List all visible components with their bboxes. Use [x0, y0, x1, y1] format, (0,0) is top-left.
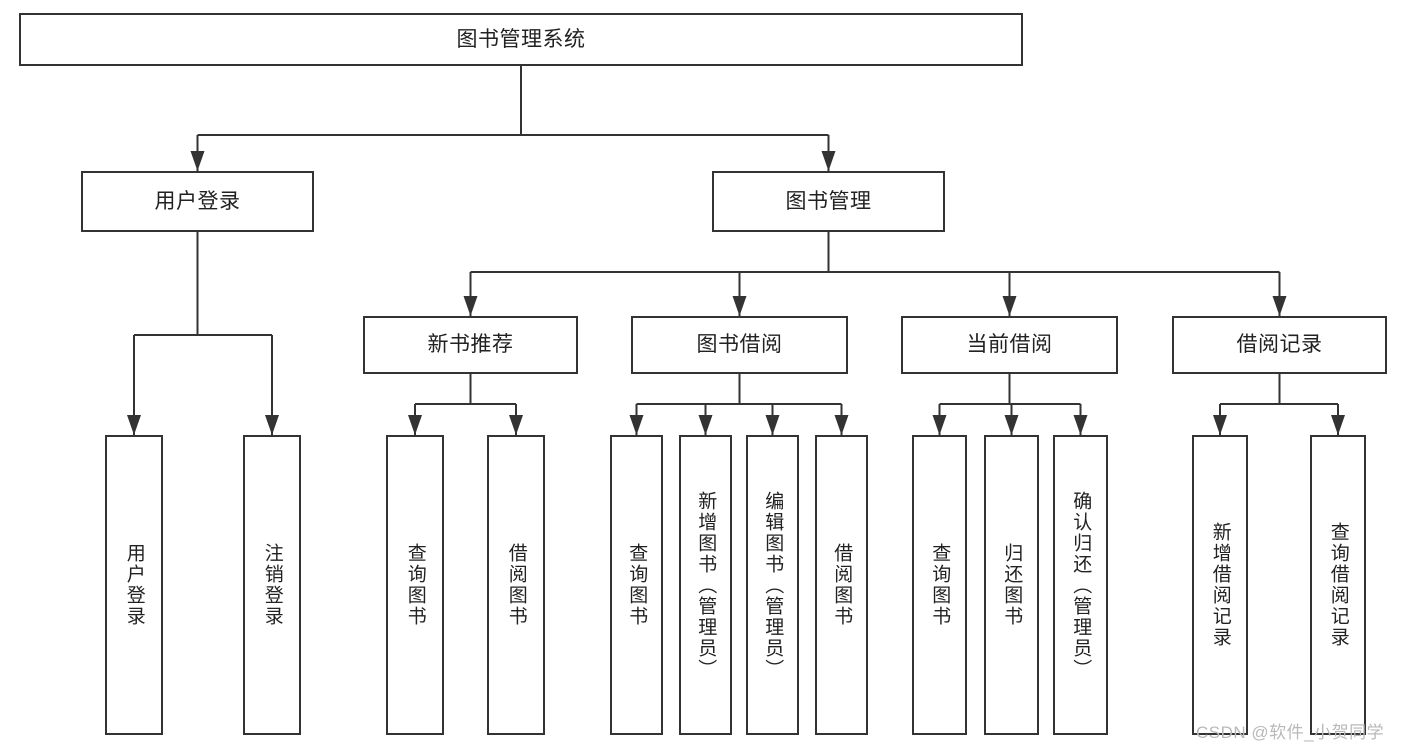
node-label-new-book-recommend: 新书推荐 — [427, 333, 514, 357]
arrowhead-leaf-query-book-borrow — [629, 415, 644, 435]
node-leaf-query-book-rec[interactable]: 查询图书 — [386, 435, 444, 735]
node-label-leaf-edit-book: 编辑图书（管理员） — [762, 490, 784, 680]
node-label-user-login: 用户登录 — [154, 189, 241, 213]
node-leaf-edit-book[interactable]: 编辑图书（管理员） — [746, 435, 799, 735]
node-book-borrow[interactable]: 图书借阅 — [631, 316, 848, 374]
arrowhead-leaf-add-record — [1213, 415, 1227, 435]
node-leaf-query-record[interactable]: 查询借阅记录 — [1310, 435, 1366, 735]
node-label-book-manage: 图书管理 — [785, 189, 872, 213]
node-user-login[interactable]: 用户登录 — [81, 171, 314, 232]
arrowhead-leaf-user-login — [127, 415, 141, 435]
node-current-borrow[interactable]: 当前借阅 — [901, 316, 1118, 374]
node-book-manage[interactable]: 图书管理 — [712, 171, 945, 232]
node-label-current-borrow: 当前借阅 — [966, 333, 1053, 357]
node-borrow-record[interactable]: 借阅记录 — [1172, 316, 1387, 374]
arrowhead-leaf-user-logout — [265, 415, 279, 435]
node-label-leaf-return-book: 归还图书 — [1001, 543, 1023, 627]
node-leaf-user-logout[interactable]: 注销登录 — [243, 435, 301, 735]
arrowhead-user-login — [190, 151, 205, 171]
node-new-book-recommend[interactable]: 新书推荐 — [363, 316, 578, 374]
node-leaf-add-record[interactable]: 新增借阅记录 — [1192, 435, 1248, 735]
arrowhead-borrow-record — [1272, 296, 1287, 316]
node-label-leaf-user-login: 用户登录 — [123, 543, 145, 627]
node-root[interactable]: 图书管理系统 — [19, 13, 1023, 66]
node-label-leaf-user-logout: 注销登录 — [261, 543, 283, 627]
node-label-leaf-query-book-borrow: 查询图书 — [626, 543, 648, 627]
arrowhead-new-book-recommend — [463, 296, 478, 316]
arrowhead-leaf-borrow-book — [834, 415, 849, 435]
node-leaf-query-book-current[interactable]: 查询图书 — [912, 435, 967, 735]
arrowhead-leaf-query-record — [1331, 415, 1345, 435]
node-leaf-confirm-return[interactable]: 确认归还（管理员） — [1053, 435, 1108, 735]
arrowhead-leaf-query-book-current — [932, 415, 947, 435]
arrowhead-current-borrow — [1002, 296, 1017, 316]
node-label-root: 图书管理系统 — [456, 27, 586, 51]
node-label-leaf-query-record: 查询借阅记录 — [1327, 522, 1349, 648]
arrowhead-leaf-confirm-return — [1073, 415, 1088, 435]
arrowhead-leaf-edit-book — [765, 415, 780, 435]
arrowhead-leaf-borrow-book-rec — [509, 415, 523, 435]
node-leaf-borrow-book-rec[interactable]: 借阅图书 — [487, 435, 545, 735]
arrowhead-book-borrow — [732, 296, 747, 316]
node-label-borrow-record: 借阅记录 — [1236, 333, 1323, 357]
node-label-leaf-borrow-book: 借阅图书 — [831, 543, 853, 627]
csdn-watermark: CSDN @软件_小贺同学 — [1196, 723, 1385, 742]
arrowhead-book-manage — [821, 151, 836, 171]
node-label-leaf-add-record: 新增借阅记录 — [1209, 522, 1231, 648]
node-leaf-return-book[interactable]: 归还图书 — [984, 435, 1039, 735]
node-label-book-borrow: 图书借阅 — [696, 333, 783, 357]
node-label-leaf-query-book-current: 查询图书 — [929, 543, 951, 627]
arrowhead-leaf-query-book-rec — [408, 415, 422, 435]
node-label-leaf-add-book: 新增图书（管理员） — [695, 490, 717, 680]
node-leaf-query-book-borrow[interactable]: 查询图书 — [610, 435, 663, 735]
node-label-leaf-confirm-return: 确认归还（管理员） — [1070, 490, 1092, 680]
node-leaf-add-book[interactable]: 新增图书（管理员） — [679, 435, 732, 735]
node-leaf-borrow-book[interactable]: 借阅图书 — [815, 435, 868, 735]
arrowhead-leaf-return-book — [1004, 415, 1019, 435]
node-label-leaf-borrow-book-rec: 借阅图书 — [505, 543, 527, 627]
arrowhead-leaf-add-book — [698, 415, 713, 435]
node-leaf-user-login[interactable]: 用户登录 — [105, 435, 163, 735]
node-label-leaf-query-book-rec: 查询图书 — [404, 543, 426, 627]
